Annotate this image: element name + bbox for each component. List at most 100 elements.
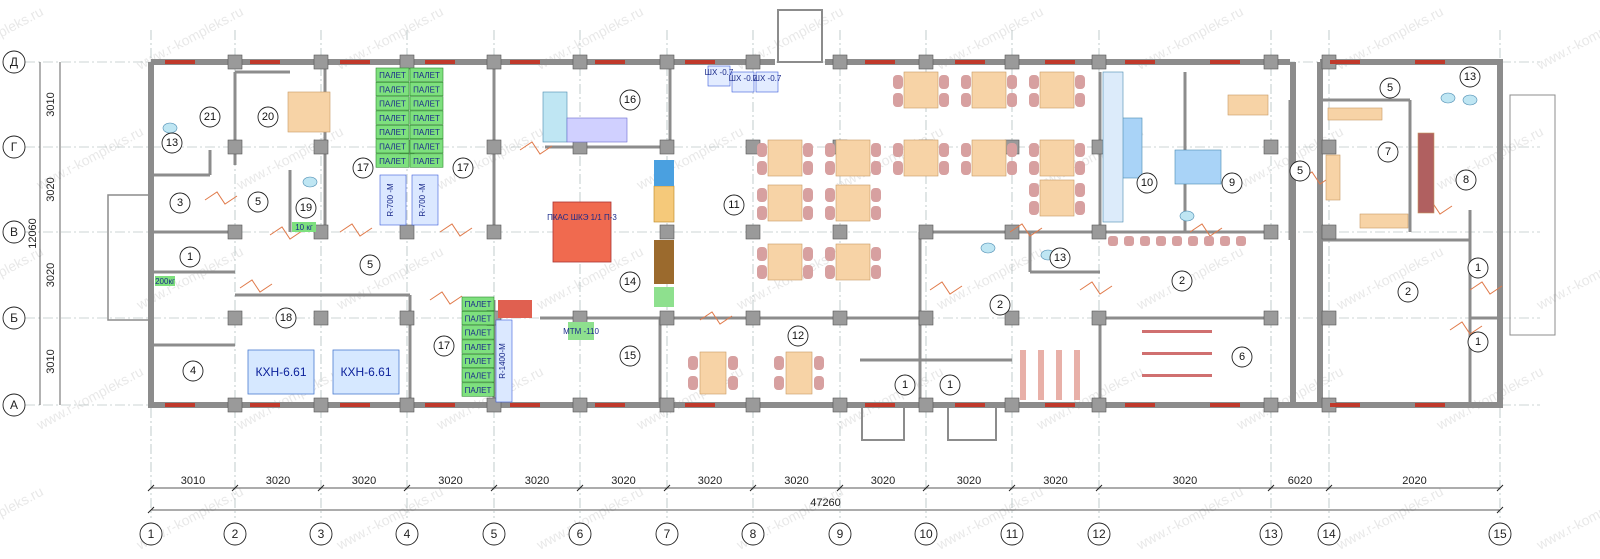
room-number: 17 [438,340,450,352]
medical-bed [1119,117,1143,179]
cold-room-label: КХН-6.61 [340,365,391,379]
room-number-circle [295,197,317,219]
chair [757,206,767,220]
pallet [409,153,444,168]
dimension-tick [836,484,844,492]
window [1125,403,1155,407]
column [1321,310,1337,326]
dining-table [835,184,871,222]
shelf-label: ШХ -0.7 [705,68,734,77]
span-dimension: 6020 [1288,475,1312,487]
chair [961,161,971,175]
column-axis-bubble [139,522,163,546]
dining-table [767,139,803,177]
door-swing [339,223,373,237]
shelf-label: ШХ -0.7 [753,74,782,83]
room-number: 6 [1239,351,1245,363]
watermark-text: www.r-kompleks.ru [433,123,546,193]
column [313,139,329,155]
dining-table [971,71,1007,109]
chair [825,206,835,220]
door-swing [1449,321,1483,335]
room-number: 7 [1385,146,1391,158]
column [745,310,761,326]
window [1210,60,1240,64]
row-axis-label: Б [10,311,18,325]
column-axis-bubble [914,522,938,546]
row-axis-label: А [10,398,18,412]
room-number: 19 [300,202,312,214]
rack-label: R-700 -M [386,183,395,217]
room-number: 17 [457,162,469,174]
column [399,397,415,413]
room-number-circle [1377,141,1399,163]
total-width-dimension: 12060 [27,218,39,249]
dining-table [903,139,939,177]
waiting-chair [1140,236,1150,246]
chair [1075,161,1085,175]
watermark-text: www.r-kompleks.ru [1333,243,1446,313]
chair [825,265,835,279]
watermark-text: www.r-kompleks.ru [1533,243,1600,313]
chair [939,161,949,175]
column [918,397,934,413]
rack [411,174,439,226]
chair [757,161,767,175]
chair [939,143,949,157]
room-number-circle [1467,331,1489,353]
chair [871,206,881,220]
window [865,60,895,64]
grill [498,300,532,318]
scale-label: 10 кг [295,223,313,232]
pallet [461,296,495,311]
dining-table [1039,139,1075,177]
rear-vestibule [777,9,823,63]
column-axis-label: 14 [1322,527,1336,541]
pallet-label: ПАЛЕТ [413,143,440,152]
window [1125,60,1155,64]
column [486,54,502,70]
room-number: 11 [728,199,739,211]
window [595,403,625,407]
column [1091,310,1107,326]
pallet [375,139,410,154]
locker-bench [1038,350,1044,400]
column [745,397,761,413]
dimension-tick [1496,506,1504,514]
door-swing [1469,281,1503,295]
room-number-circle [179,246,201,268]
column [1091,397,1107,413]
waiting-chair [1124,236,1134,246]
row-axis-bubble [2,135,26,159]
stair-handrail [1142,374,1212,377]
window [1415,403,1445,407]
pallet-label: ПАЛЕТ [379,71,406,80]
column-axis-bubble [1000,522,1024,546]
room-number: 1 [947,379,953,391]
waiting-chair [1156,236,1166,246]
column [1263,54,1279,70]
watermark-text: www.r-kompleks.ru [1333,483,1446,553]
dining-table [835,243,871,281]
chair [1075,183,1085,197]
dimension-tick [490,484,498,492]
scale-label: 200кг [155,277,175,286]
window [595,60,625,64]
pallet [409,139,444,154]
pallet [375,67,410,82]
chair [1075,143,1085,157]
door-swing [1079,281,1113,295]
chair [814,376,824,390]
chair [757,143,767,157]
watermark-text: www.r-kompleks.ru [333,483,446,553]
chair [961,93,971,107]
room-number-circle [1379,77,1401,99]
watermark-text: www.r-kompleks.ru [333,243,446,313]
room-number: 21 [204,111,216,123]
column-axis-bubble [1488,522,1512,546]
span-dimension: 3010 [181,475,205,487]
pallet-label: ПАЛЕТ [413,71,440,80]
pallet-label: ПАЛЕТ [379,143,406,152]
